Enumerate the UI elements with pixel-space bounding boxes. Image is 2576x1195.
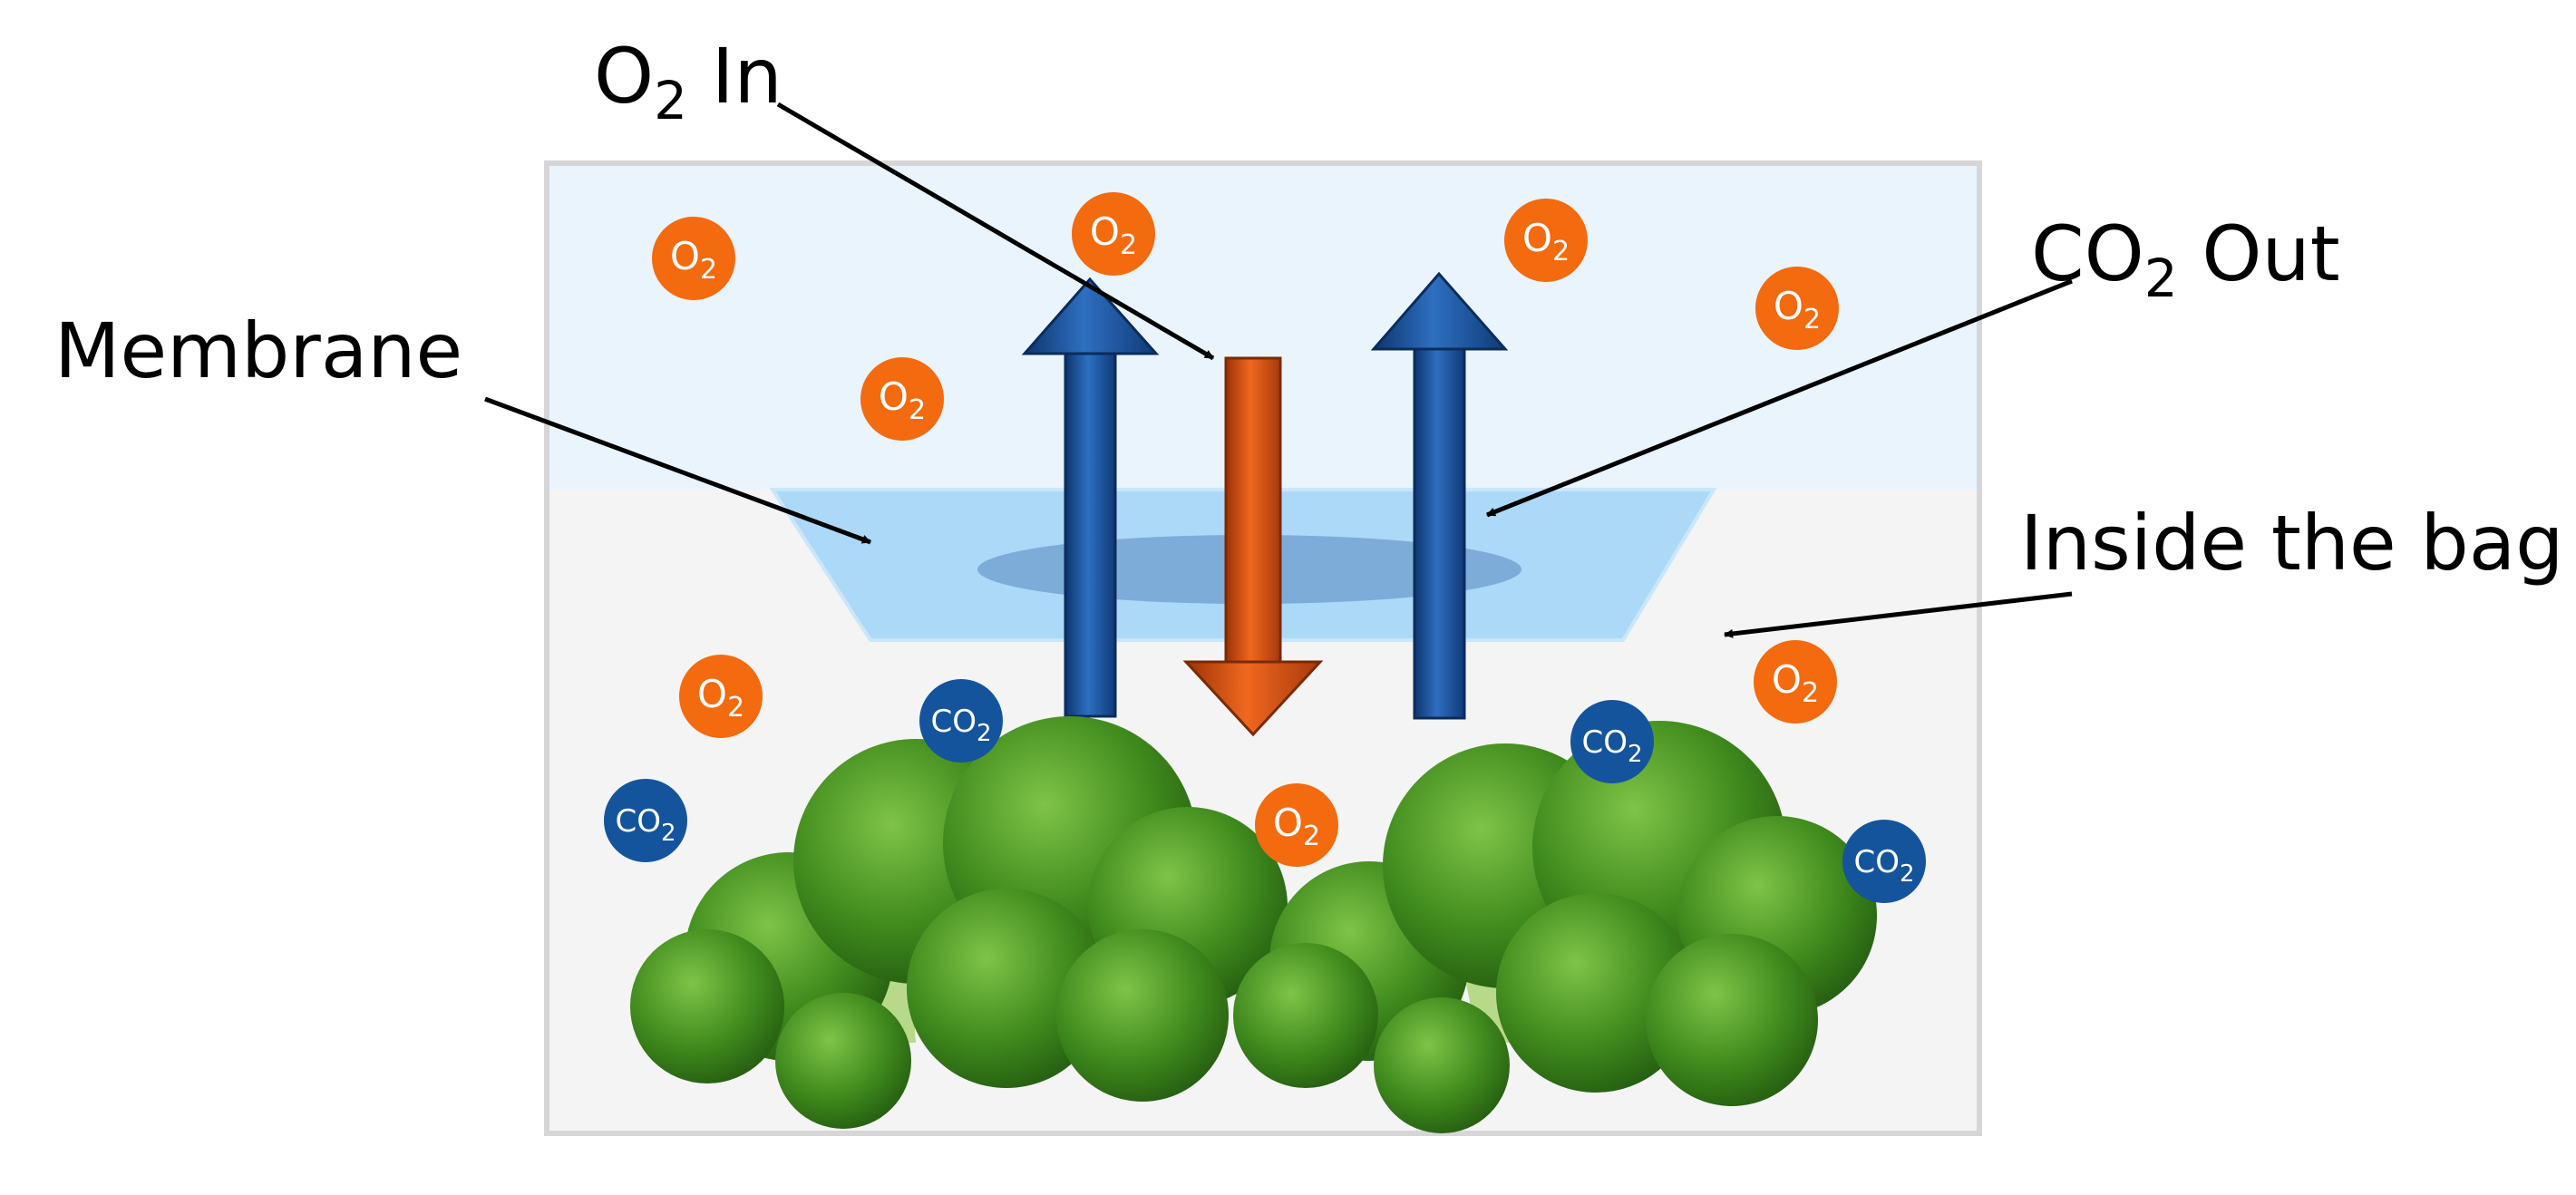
label-membrane: Membrane <box>54 306 463 395</box>
inside-bag-pointer <box>1724 591 2073 638</box>
label-o2-in-main: O <box>594 32 655 121</box>
o2-molecule-circle <box>1072 192 1155 276</box>
o2-molecule: O2 <box>1255 783 1338 867</box>
o2-molecule-label-sub: 2 <box>909 394 926 426</box>
co2-molecule-circle <box>1570 700 1654 783</box>
co2-out-pointer <box>1486 278 2073 518</box>
o2-molecule-label-sub: 2 <box>727 692 744 724</box>
o2-molecule-label-main: O <box>1090 209 1120 254</box>
o2-molecule-label-main: O <box>670 234 700 278</box>
label-co2-out-sub: 2 <box>2143 248 2178 309</box>
co2-out-arrow-left <box>1021 277 1160 718</box>
co2-molecule-label: CO2 <box>615 803 676 847</box>
o2-molecule-label-sub: 2 <box>700 254 717 286</box>
co2-molecule-label-sub: 2 <box>1628 741 1643 768</box>
label-co2-out-rest: Out <box>2177 209 2340 298</box>
label-inside-bag: Inside the bag <box>2020 499 2564 588</box>
co2-molecule-circle <box>1842 820 1926 903</box>
o2-molecule-circle <box>1504 199 1588 282</box>
co2-molecule-label-main: CO <box>930 704 977 740</box>
co2-molecule-label: CO2 <box>1581 724 1642 768</box>
o2-molecule-label-main: O <box>1522 216 1552 260</box>
o2-molecule-label-sub: 2 <box>1552 236 1570 267</box>
co2-molecule-label-main: CO <box>1581 724 1628 761</box>
o2-molecule-label-main: O <box>1273 801 1303 845</box>
bag-border <box>544 160 1982 1136</box>
co2-molecule-label-main: CO <box>1853 844 1900 880</box>
o2-molecule-label-sub: 2 <box>1120 229 1137 261</box>
membrane-pointer <box>484 396 871 545</box>
o2-molecule: O2 <box>679 655 763 738</box>
o2-molecule-circle <box>860 357 944 441</box>
label-co2-out-main: CO <box>2031 209 2144 298</box>
o2-molecule-circle <box>652 217 735 300</box>
label-o2-in: O2 In <box>594 38 783 127</box>
o2-molecule-label-sub: 2 <box>1303 821 1320 852</box>
co2-molecule-circle <box>604 779 687 862</box>
co2-molecule-label: CO2 <box>930 704 991 747</box>
co2-molecule: CO2 <box>1842 820 1926 903</box>
o2-molecule-label: O2 <box>879 374 926 426</box>
o2-molecule-label-main: O <box>697 672 727 716</box>
o2-molecule-circle <box>1255 783 1338 867</box>
o2-molecule-circle <box>1754 640 1837 724</box>
o2-molecule: O2 <box>652 217 735 300</box>
o2-molecule: O2 <box>860 357 944 441</box>
co2-molecule-circle <box>919 679 1003 763</box>
o2-molecule-label: O2 <box>1774 284 1821 335</box>
co2-molecule-label-sub: 2 <box>1900 860 1915 888</box>
o2-molecule: O2 <box>1754 640 1837 724</box>
o2-molecule-circle <box>1755 267 1839 350</box>
o2-molecule-label-main: O <box>1772 657 1802 702</box>
o2-in-arrow <box>1182 356 1324 737</box>
co2-molecule-label: CO2 <box>1853 844 1914 888</box>
o2-molecule-label: O2 <box>1522 216 1570 267</box>
o2-molecule-label: O2 <box>1273 801 1320 852</box>
co2-molecule: CO2 <box>919 679 1003 763</box>
co2-out-arrow-right <box>1370 271 1509 720</box>
o2-molecule-label-sub: 2 <box>1802 677 1819 709</box>
broccoli-right <box>1233 721 1877 1133</box>
o2-molecule: O2 <box>1504 199 1588 282</box>
o2-molecule-label-main: O <box>1774 284 1803 328</box>
o2-molecule-label: O2 <box>697 672 744 724</box>
co2-molecule: CO2 <box>1570 700 1654 783</box>
o2-molecule-label: O2 <box>1772 657 1819 709</box>
o2-molecule: O2 <box>1072 192 1155 276</box>
co2-molecule-label-sub: 2 <box>661 820 676 847</box>
o2-in-pointer <box>776 102 1215 361</box>
broccoli-left <box>630 716 1288 1129</box>
o2-molecule-label-sub: 2 <box>1803 304 1821 335</box>
o2-molecule-circle <box>679 655 763 738</box>
co2-molecule-label-main: CO <box>615 803 661 840</box>
co2-molecule-label-sub: 2 <box>977 720 992 747</box>
co2-molecule: CO2 <box>604 779 687 862</box>
o2-molecule-label: O2 <box>1090 209 1137 261</box>
label-co2-out: CO2 Out <box>2031 216 2340 305</box>
label-o2-in-rest: In <box>687 32 783 121</box>
label-o2-in-sub: 2 <box>654 70 688 131</box>
o2-molecule-label-main: O <box>879 374 909 419</box>
o2-molecule: O2 <box>1755 267 1839 350</box>
o2-molecule-label: O2 <box>670 234 717 286</box>
